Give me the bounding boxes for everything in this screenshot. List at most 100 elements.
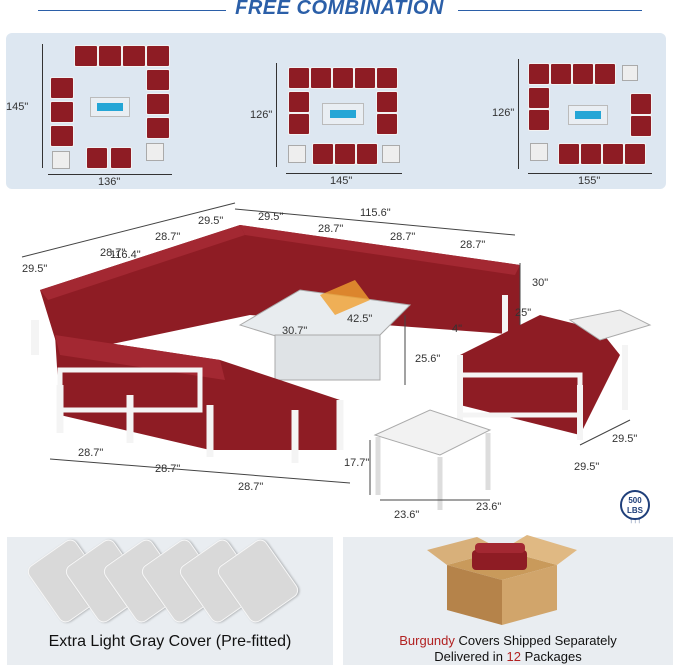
cushion [630, 93, 652, 115]
fire-icon [575, 111, 601, 119]
dim-label: 28.7" [100, 247, 126, 259]
side-table [530, 143, 548, 161]
cushion [310, 67, 332, 89]
dim-label: 29.5" [612, 433, 638, 445]
cushion [572, 63, 594, 85]
cushion [50, 77, 74, 99]
layout-3-width-label: 155" [578, 175, 601, 187]
weight-badge: 500 LBS ↑↑↑ [620, 490, 650, 525]
dim-label: 17.7" [344, 457, 370, 469]
dim-label: 28.7" [238, 481, 264, 493]
weight-arrows-icon: ↑↑↑ [629, 516, 641, 525]
side-table [52, 151, 70, 169]
layout-3-height-line [518, 59, 519, 169]
dim-label: 4" [452, 323, 463, 335]
layout-3: 126" 155" [492, 57, 666, 187]
fire-table [322, 103, 364, 125]
weight-unit: LBS [627, 506, 643, 515]
cushion [110, 147, 132, 169]
cushion [528, 109, 550, 131]
page-title: FREE COMBINATION [235, 0, 444, 19]
layout-1-width-line [48, 174, 172, 175]
shipping-line-1-rest: Covers Shipped Separately [454, 633, 617, 648]
back-sofa-backrest [40, 225, 245, 300]
dim-label: 28.7" [78, 447, 104, 459]
layout-2: 126" 145" [250, 57, 416, 187]
weight-value: 500 [628, 496, 642, 505]
package-count: 12 [506, 649, 522, 664]
side-table [288, 145, 306, 163]
cushion [558, 143, 580, 165]
layout-1-height-line [42, 44, 43, 168]
cushion [50, 125, 74, 147]
dim-label: 29.5" [198, 215, 224, 227]
dim-label: 30" [532, 277, 549, 289]
layout-3-height-label: 126" [492, 107, 515, 119]
covers-panel: Extra Light Gray Cover (Pre-fitted) [7, 536, 333, 665]
layout-1: 145" 136" [6, 41, 188, 188]
product-illustration: 116.4" 29.5" 29.5" 115.6" 28.7" 28.7" 28… [0, 195, 679, 535]
side-table [622, 65, 638, 81]
layout-3-width-line [528, 173, 652, 174]
dim-label: 115.6" [360, 207, 391, 219]
dim-label: 23.6" [394, 509, 420, 521]
back-sofa-backrest-right [240, 225, 520, 275]
cushion [630, 115, 652, 137]
layout-1-height-label: 145" [6, 101, 29, 113]
cushion [146, 117, 170, 139]
header: FREE COMBINATION [0, 0, 679, 22]
shipping-panel: Burgundy Covers Shipped Separately Deliv… [343, 535, 673, 665]
dim-label: 29.5" [258, 211, 284, 223]
cushion [146, 45, 170, 67]
shipping-caption: Burgundy Covers Shipped Separately Deliv… [343, 633, 673, 665]
dim-label: 28.7" [318, 223, 344, 235]
cushion [602, 143, 624, 165]
dim-label: 42.5" [347, 313, 373, 325]
fire-table [90, 97, 130, 117]
sectional-drawing [21, 202, 652, 510]
covers-caption: Extra Light Gray Cover (Pre-fitted) [48, 633, 292, 650]
layout-2-width-label: 145" [330, 175, 353, 187]
title-rule-left [38, 10, 226, 11]
cushion [334, 143, 356, 165]
dim-label: 116.4" [110, 249, 141, 261]
dim-label: 25" [515, 307, 532, 319]
dim-label: 29.5" [574, 461, 600, 473]
cushion [86, 147, 108, 169]
cushion [122, 45, 146, 67]
fire-icon [330, 110, 356, 118]
flame [320, 280, 370, 315]
shipping-line-2: Delivered in 12 Packages [343, 649, 673, 665]
cushion [332, 67, 354, 89]
dim-label: 28.7" [155, 231, 181, 243]
cushion [50, 101, 74, 123]
cushion [528, 63, 550, 85]
layout-2-height-label: 126" [250, 109, 273, 121]
cushion [356, 143, 378, 165]
cushion [376, 67, 398, 89]
color-highlight: Burgundy [399, 633, 455, 648]
cushion [74, 45, 98, 67]
cushion [376, 91, 398, 113]
cushion [146, 93, 170, 115]
dim-label: 28.7" [460, 239, 486, 251]
shipping-line-2-start: Delivered in [434, 649, 507, 664]
cushion [98, 45, 122, 67]
cushion [528, 87, 550, 109]
dimension-lines [21, 202, 631, 501]
side-table-back [568, 309, 652, 341]
fire-table [568, 105, 608, 125]
cushion [354, 67, 376, 89]
side-table [382, 145, 400, 163]
layout-2-width-line [286, 173, 402, 174]
dim-label: 25.6" [415, 353, 441, 365]
shipping-line-1: Burgundy Covers Shipped Separately [343, 633, 673, 649]
combination-panel: 145" 136" 126" [6, 33, 666, 189]
dim-label: 29.5" [22, 263, 48, 275]
cushion [288, 67, 310, 89]
dim-label: 28.7" [390, 231, 416, 243]
side-table [146, 143, 164, 161]
cushion [146, 69, 170, 91]
fire-table-base [274, 334, 381, 381]
cushion [288, 91, 310, 113]
